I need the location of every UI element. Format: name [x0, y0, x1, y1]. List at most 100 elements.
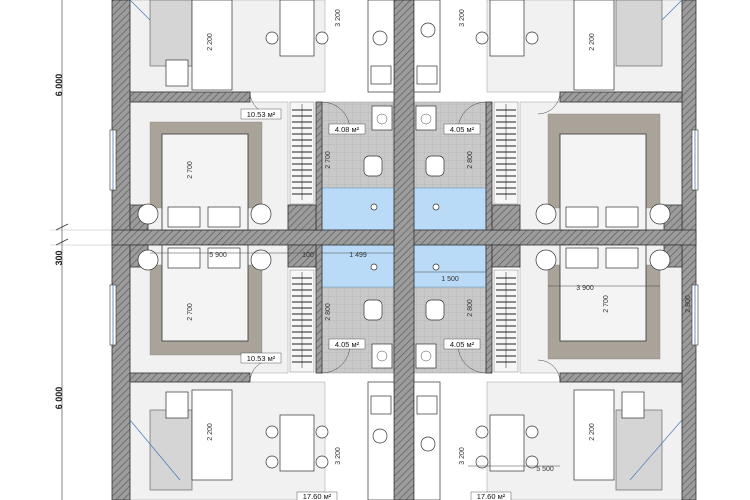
- sofa-icon: [191, 0, 233, 91]
- kitchen-sink-icon: [420, 22, 436, 38]
- shower-bottom-left: [321, 244, 395, 288]
- cooktop-icon: [370, 395, 392, 415]
- door-swing-icon: [537, 91, 561, 115]
- chair-icon: [475, 425, 489, 439]
- party-wall-vertical: [393, 0, 415, 500]
- sink-icon: [415, 105, 437, 131]
- dim-living-width: 5 500: [536, 466, 554, 473]
- pillow-icon: [167, 206, 201, 228]
- sofas: [129, 0, 683, 491]
- kitchen-sink-icon: [372, 30, 388, 46]
- dim-v: 3 200: [335, 447, 342, 465]
- chair-icon: [315, 455, 329, 469]
- pillow-icon: [605, 206, 639, 228]
- armchair-icon: [165, 59, 189, 87]
- shower-bottom-right: [413, 244, 487, 288]
- area-living-bottom-right: 17.60 м²: [477, 492, 506, 500]
- dim-left-middle: 300: [54, 250, 64, 265]
- nightstand-icon: [137, 249, 159, 271]
- dim-v: 2 700: [187, 161, 194, 179]
- chair-icon: [525, 425, 539, 439]
- sofa-icon: [615, 409, 663, 491]
- dim-v: 2 200: [589, 423, 596, 441]
- nightstand-icon: [649, 203, 671, 225]
- door-swing-icon: [537, 359, 561, 383]
- shower-top-left: [321, 187, 395, 231]
- dim-v: 2 700: [325, 151, 332, 169]
- sofa-icon: [191, 389, 233, 481]
- cooktop-icon: [416, 395, 438, 415]
- sink-icon: [415, 343, 437, 369]
- kitchen-sink-icon: [420, 436, 436, 452]
- walls: [111, 0, 697, 500]
- dim-v: 2 800: [467, 151, 474, 169]
- chair-icon: [475, 455, 489, 469]
- toilet-icon: [363, 299, 383, 321]
- pillow-icon: [207, 206, 241, 228]
- dining: [265, 0, 539, 472]
- shower-top-right: [413, 187, 487, 231]
- kitchen-sink-icon: [372, 428, 388, 444]
- nightstand-icon: [535, 249, 557, 271]
- wall-bottom-band-left: [129, 372, 251, 383]
- door-swing-icon: [457, 344, 487, 374]
- dining-table-icon: [279, 0, 315, 57]
- wall-stub: [491, 244, 521, 268]
- windows: [109, 129, 699, 346]
- area-bedroom-bottom-left: 10.53 м²: [247, 354, 276, 363]
- sink-icon: [371, 343, 393, 369]
- stair-bottom-left: [289, 269, 315, 373]
- shower-drain-icon: [370, 203, 378, 211]
- pillow-icon: [167, 247, 201, 269]
- stair-bottom-right: [493, 269, 519, 373]
- wall-top-band-left: [129, 91, 251, 103]
- dining-table-icon: [489, 414, 525, 472]
- dim-shower-width-right: 1 500: [441, 276, 459, 283]
- sofa-icon: [149, 0, 193, 67]
- wall-bottom-band-right: [559, 372, 683, 383]
- kitchen-counters: [367, 0, 441, 500]
- sink-icon: [371, 105, 393, 131]
- wall-bath-left-top: [315, 101, 323, 231]
- sofa-icon: [573, 0, 615, 91]
- wall-top-band-right: [559, 91, 683, 103]
- dim-shower-width: 1 499: [349, 252, 367, 259]
- dim-v: 3 200: [459, 9, 466, 27]
- toilet-icon: [363, 155, 383, 177]
- outer-wall-left: [111, 0, 131, 500]
- chair-icon: [525, 455, 539, 469]
- wall-stub: [287, 204, 317, 231]
- area-labels: 10.53 м² 4.08 м² 4.05 м² 10.53 м² 4.05 м…: [240, 108, 512, 500]
- sofa-icon: [149, 409, 193, 491]
- dim-v: 2 200: [207, 423, 214, 441]
- bath-fixtures: [249, 91, 561, 383]
- area-bath-bottom-left: 4.05 м²: [335, 340, 360, 349]
- chair-icon: [315, 31, 329, 45]
- dining-table-icon: [489, 0, 525, 57]
- area-bath-bottom-right: 4.05 м²: [450, 340, 475, 349]
- sofa-icon: [615, 0, 663, 67]
- area-bath-top-right: 4.05 м²: [450, 125, 475, 134]
- chair-icon: [525, 31, 539, 45]
- area-bedroom-top-left: 10.53 м²: [247, 110, 276, 119]
- area-living-bottom-left: 17.60 м²: [303, 492, 332, 500]
- dimension-lines: [50, 0, 660, 500]
- pillow-icon: [565, 247, 599, 269]
- showers: [321, 187, 487, 288]
- wall-stub: [287, 244, 317, 268]
- dining-table-icon: [279, 414, 315, 472]
- dim-left-bottom: 6 000: [54, 387, 64, 410]
- nightstand-icon: [250, 249, 272, 271]
- nightstand-icon: [535, 203, 557, 225]
- pillow-icon: [605, 247, 639, 269]
- wall-bath-left-bottom: [315, 244, 323, 374]
- dimension-labels: 6 000 300 6 000 5 900 100 1 499 1 500 3 …: [54, 9, 692, 473]
- nightstand-icon: [250, 203, 272, 225]
- dim-v: 2 200: [589, 33, 596, 51]
- shower-drain-icon: [432, 203, 440, 211]
- area-bath-top-left: 4.08 м²: [335, 125, 360, 134]
- armchair-icon: [165, 391, 189, 419]
- nightstand-icon: [137, 203, 159, 225]
- wall-bath-right-top: [485, 101, 493, 231]
- stairs: [289, 101, 519, 373]
